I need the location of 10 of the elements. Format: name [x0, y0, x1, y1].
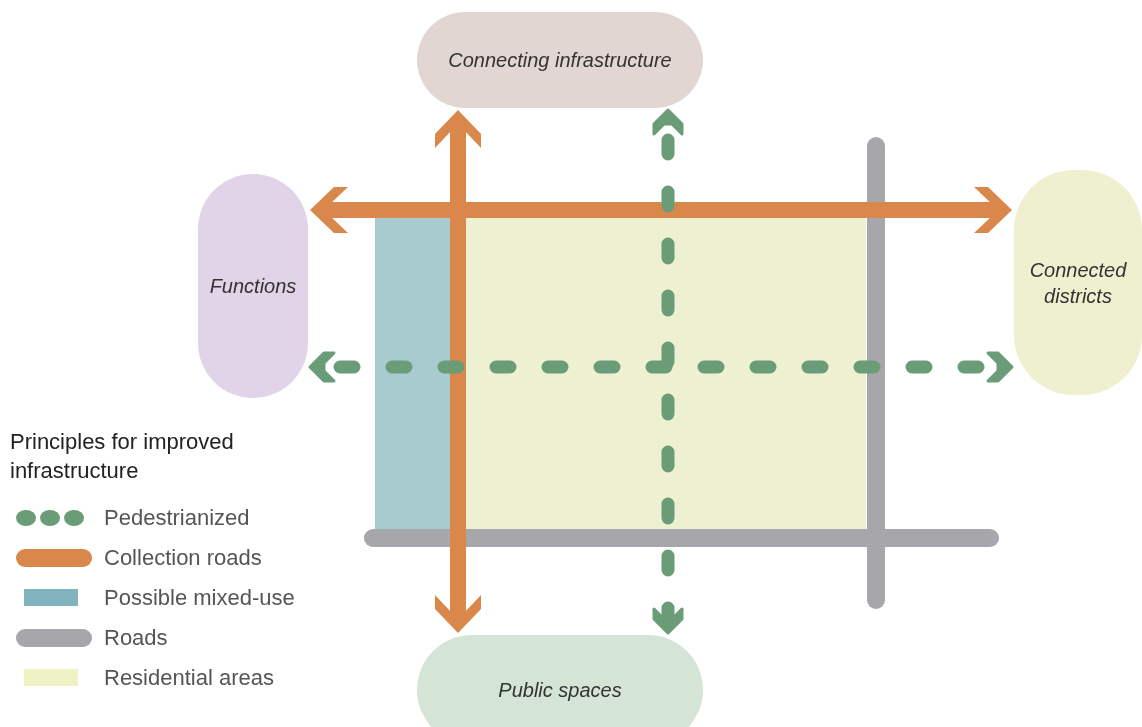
legend-title: Principles for improved infrastructure [10, 428, 235, 485]
legend-label: Pedestrianized [104, 505, 250, 531]
legend-label: Residential areas [104, 665, 274, 691]
node-label: Connecting infrastructure [448, 48, 672, 73]
legend-label: Possible mixed-use [104, 585, 295, 611]
node-label: Connected districts [1028, 257, 1128, 309]
legend-label: Collection roads [104, 545, 262, 571]
legend-label: Roads [104, 625, 168, 651]
node-label: Functions [209, 274, 297, 299]
node-label: Public spaces [498, 678, 622, 703]
